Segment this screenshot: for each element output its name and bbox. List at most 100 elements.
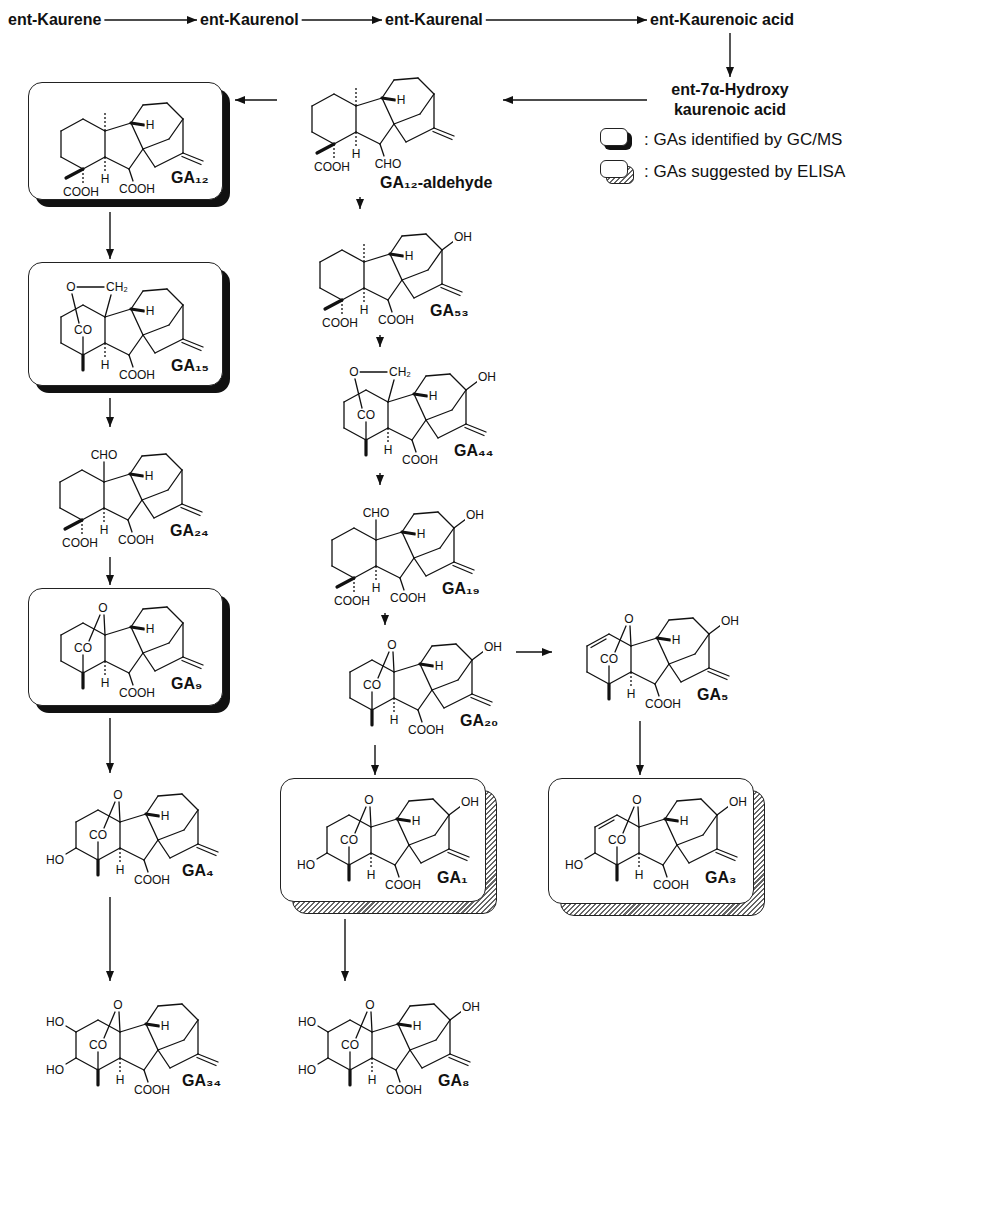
- atom-label: HO: [564, 859, 584, 871]
- bond-line: [393, 672, 394, 698]
- bond-line: [355, 132, 356, 147]
- compound-structure: GA₂₄CHOHHCOOHCOOH: [28, 430, 223, 554]
- pathway-arrow: [109, 897, 110, 981]
- bond-line: [104, 508, 128, 520]
- atom-label: O: [112, 789, 123, 801]
- bond-line: [388, 280, 402, 300]
- bond-line: [104, 1012, 115, 1038]
- bond-line: [348, 847, 349, 865]
- bond-line: [60, 635, 61, 661]
- bond-line: [382, 80, 394, 98]
- bond-line: [76, 1020, 98, 1032]
- bond-line: [364, 440, 367, 455]
- bond-line: [432, 690, 444, 708]
- atom-label: COOH: [118, 687, 156, 699]
- compound-name: GA₂₀: [460, 712, 498, 730]
- compound-box: GA₉OCOHHCOOH: [28, 588, 223, 706]
- bond-line: [428, 250, 442, 270]
- compound-label: ent-Kaurenol: [200, 11, 299, 28]
- bond-line: [350, 660, 372, 672]
- atom-label: H: [416, 528, 427, 540]
- bond-line: [129, 653, 143, 673]
- bond-line: [327, 853, 349, 865]
- atom-label: HO: [45, 1064, 65, 1076]
- bond-line: [131, 627, 143, 653]
- bond-line: [472, 694, 492, 702]
- bond-line: [61, 157, 83, 169]
- bond-line: [60, 508, 82, 520]
- bond-line: [364, 288, 388, 300]
- atom-label: H: [115, 864, 126, 876]
- bond-line: [695, 634, 709, 654]
- bond-line: [414, 394, 427, 396]
- bond-line: [342, 250, 364, 262]
- bond-line: [317, 853, 327, 859]
- bond-line: [183, 657, 203, 665]
- bond-line: [639, 853, 663, 865]
- atom-label: O: [97, 602, 108, 614]
- bond-line: [158, 794, 182, 796]
- bond-line: [677, 835, 703, 845]
- bond-line: [402, 514, 414, 532]
- bond-line: [394, 124, 406, 142]
- bond-line: [453, 528, 454, 562]
- bond-line: [96, 860, 99, 875]
- bond-line: [397, 819, 409, 845]
- bond-line: [154, 504, 182, 518]
- compound-name: ent-Kaurenal: [385, 10, 483, 30]
- bond-line: [709, 668, 729, 676]
- bond-line: [414, 548, 440, 558]
- bond-line: [327, 815, 349, 827]
- bond-line: [438, 424, 466, 438]
- atom-label: COOH: [333, 595, 371, 607]
- bond-line: [440, 528, 454, 548]
- bond-line: [402, 532, 415, 534]
- bond-line: [334, 132, 356, 144]
- pathway-arrow: [302, 19, 382, 20]
- bond-line: [432, 680, 458, 690]
- compound-name: ent-Kaurenol: [200, 10, 299, 30]
- bond-line: [83, 119, 105, 131]
- bond-line: [395, 865, 399, 877]
- pathway-arrow: [359, 197, 360, 209]
- bond-line: [75, 1032, 76, 1058]
- bond-line: [61, 119, 83, 131]
- bond-line: [665, 819, 677, 845]
- bond-line: [143, 103, 167, 105]
- bond-line: [142, 454, 166, 456]
- bond-line: [366, 390, 388, 402]
- compound-name: GA₅: [697, 686, 728, 704]
- bond-line: [402, 234, 426, 236]
- pathway-arrow: [486, 19, 647, 20]
- bond-line: [382, 98, 395, 100]
- bond-line: [103, 462, 104, 482]
- pathway-arrow: [503, 99, 647, 100]
- atom-label: COOH: [118, 369, 156, 381]
- bond-line: [426, 374, 450, 376]
- bond-line: [320, 288, 342, 300]
- bond-line: [638, 827, 639, 853]
- atom-label: H: [396, 94, 407, 106]
- atom-label: H: [428, 390, 439, 402]
- bond-line: [60, 317, 61, 343]
- atom-label: OH: [465, 509, 485, 521]
- bond-line: [97, 842, 98, 860]
- bond-line: [441, 250, 442, 284]
- bond-line: [142, 490, 168, 500]
- bond-line: [98, 1058, 120, 1070]
- bond-line: [129, 335, 143, 355]
- bond-line: [609, 672, 631, 684]
- bond-line: [181, 508, 200, 516]
- bond-line: [370, 827, 371, 853]
- bond-line: [360, 371, 387, 372]
- compound-structure: GA₁₂-aldehydeHHCHOCOOH: [280, 58, 500, 194]
- legend-row: : GAs suggested by ELISA: [600, 160, 980, 186]
- bond-line: [371, 819, 397, 827]
- bond-line: [453, 566, 472, 574]
- compound-structure: GA₁₉CHOOHHHCOOHCOOH: [300, 488, 500, 610]
- bond-line: [693, 618, 709, 634]
- atom-label: H: [366, 869, 377, 881]
- bond-line: [131, 309, 143, 335]
- pathway-arrow: [104, 19, 197, 20]
- bond-line: [397, 819, 410, 821]
